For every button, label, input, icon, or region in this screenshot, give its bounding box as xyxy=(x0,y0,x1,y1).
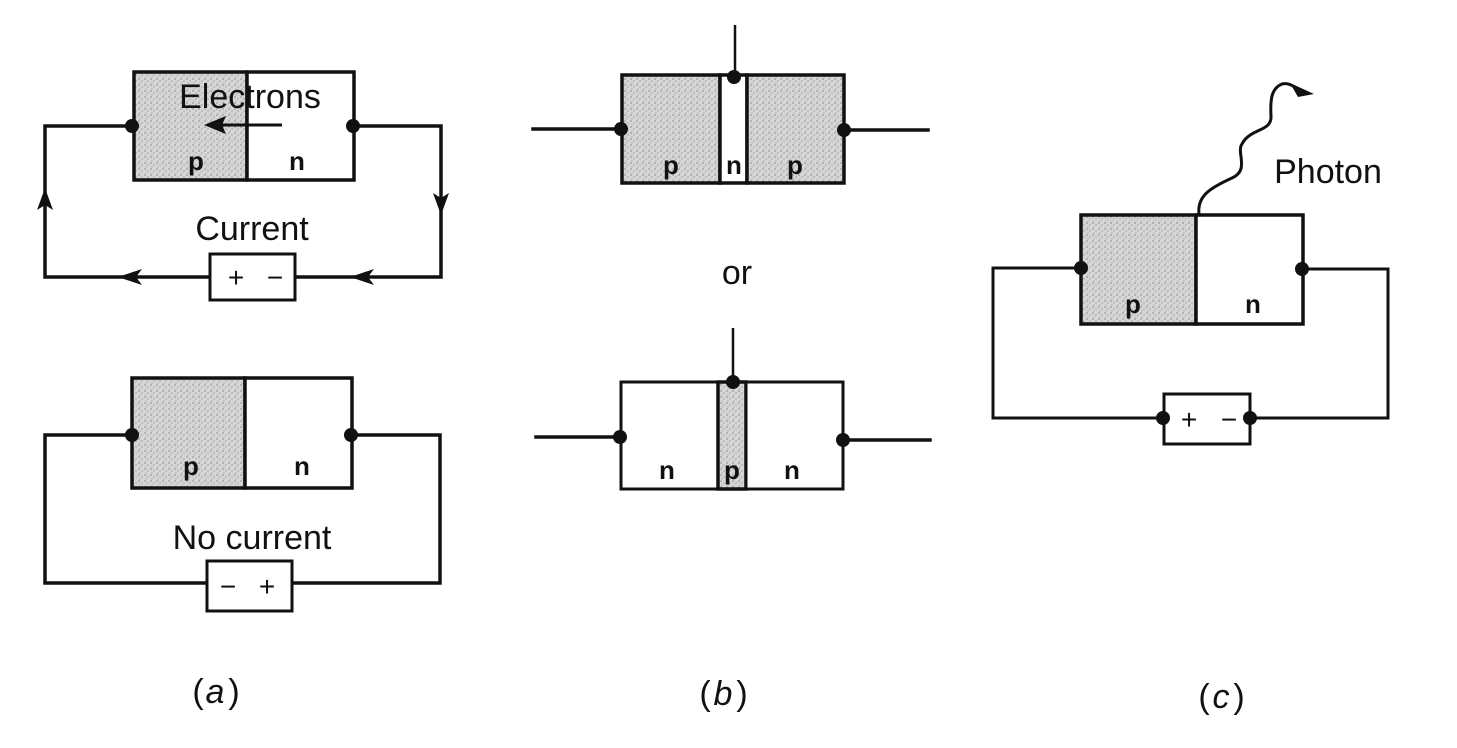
terminal-dot xyxy=(1295,262,1309,276)
photon-wave-icon xyxy=(1197,82,1302,215)
svg-text:): ) xyxy=(736,675,747,713)
caption-c-letter: c xyxy=(1213,678,1230,716)
n-region-label: n xyxy=(294,451,310,481)
caption-c: ( c ) xyxy=(1198,678,1244,716)
no-current-label: No current xyxy=(173,519,332,557)
svg-text:): ) xyxy=(228,673,239,711)
terminal-dot xyxy=(346,119,360,133)
current-arrow-left xyxy=(350,269,374,285)
p-region-label: p xyxy=(188,146,204,176)
p-region-label: p xyxy=(183,451,199,481)
n-region-label: n xyxy=(784,455,800,485)
photon-arrowhead xyxy=(1290,83,1314,97)
panel-a-reverse-bias: p n No current − + xyxy=(43,376,442,613)
electrons-label: Electrons xyxy=(179,78,321,116)
battery-negative-sign: − xyxy=(220,571,236,602)
panel-c-led: p n Photon + − xyxy=(991,82,1390,446)
battery xyxy=(208,252,297,302)
terminal-dot xyxy=(613,430,627,444)
battery-negative-sign: − xyxy=(1221,404,1237,435)
caption-b-letter: b xyxy=(714,675,733,713)
panel-b-npn: n p n xyxy=(534,328,932,491)
terminal-dot xyxy=(726,375,740,389)
current-arrow-up xyxy=(37,188,53,210)
terminal-dot xyxy=(727,70,741,84)
n-region xyxy=(744,380,845,491)
svg-text:(: ( xyxy=(699,675,711,713)
n-region-label: n xyxy=(659,455,675,485)
terminal-dot xyxy=(344,428,358,442)
circuit-wire xyxy=(43,433,209,585)
caption-b: ( b ) xyxy=(699,675,747,713)
terminal-dot xyxy=(1243,411,1257,425)
n-region-label: n xyxy=(289,146,305,176)
svg-text:): ) xyxy=(1233,678,1244,716)
terminal-dot xyxy=(836,433,850,447)
caption-a: ( a ) xyxy=(192,673,239,711)
terminal-dot xyxy=(125,119,139,133)
p-region-label: p xyxy=(724,455,740,485)
or-label: or xyxy=(722,254,752,292)
terminal-dot xyxy=(1156,411,1170,425)
terminal-dot xyxy=(614,122,628,136)
n-region-label: n xyxy=(1245,289,1261,319)
p-region-label: p xyxy=(1125,289,1141,319)
current-arrow-down xyxy=(433,193,449,215)
current-label: Current xyxy=(195,210,309,248)
battery-negative-sign: − xyxy=(267,262,283,293)
battery xyxy=(1162,392,1252,446)
svg-text:(: ( xyxy=(192,673,204,711)
p-region-label: p xyxy=(787,150,803,180)
caption-a-letter: a xyxy=(206,673,225,711)
n-region xyxy=(243,376,354,490)
panel-b-pnp: p n p xyxy=(531,25,930,185)
current-arrow-left xyxy=(118,269,142,285)
battery-positive-sign: + xyxy=(228,262,244,293)
photon-label: Photon xyxy=(1274,153,1382,191)
electron-flow-arrowhead xyxy=(204,116,226,134)
circuit-wire xyxy=(991,266,1165,420)
circuit-wire xyxy=(1248,267,1390,420)
p-region xyxy=(1079,213,1198,326)
p-region-label: p xyxy=(663,150,679,180)
terminal-dot xyxy=(125,428,139,442)
n-region-label: n xyxy=(726,150,742,180)
panel-a-forward-bias: Electrons p n Current + − xyxy=(37,70,449,302)
p-region xyxy=(745,73,846,185)
svg-text:(: ( xyxy=(1198,678,1210,716)
terminal-dot xyxy=(1074,261,1088,275)
battery-positive-sign: + xyxy=(1181,404,1197,435)
battery xyxy=(205,559,294,613)
terminal-dot xyxy=(837,123,851,137)
battery-positive-sign: + xyxy=(259,571,275,602)
circuit-wire xyxy=(290,433,442,585)
